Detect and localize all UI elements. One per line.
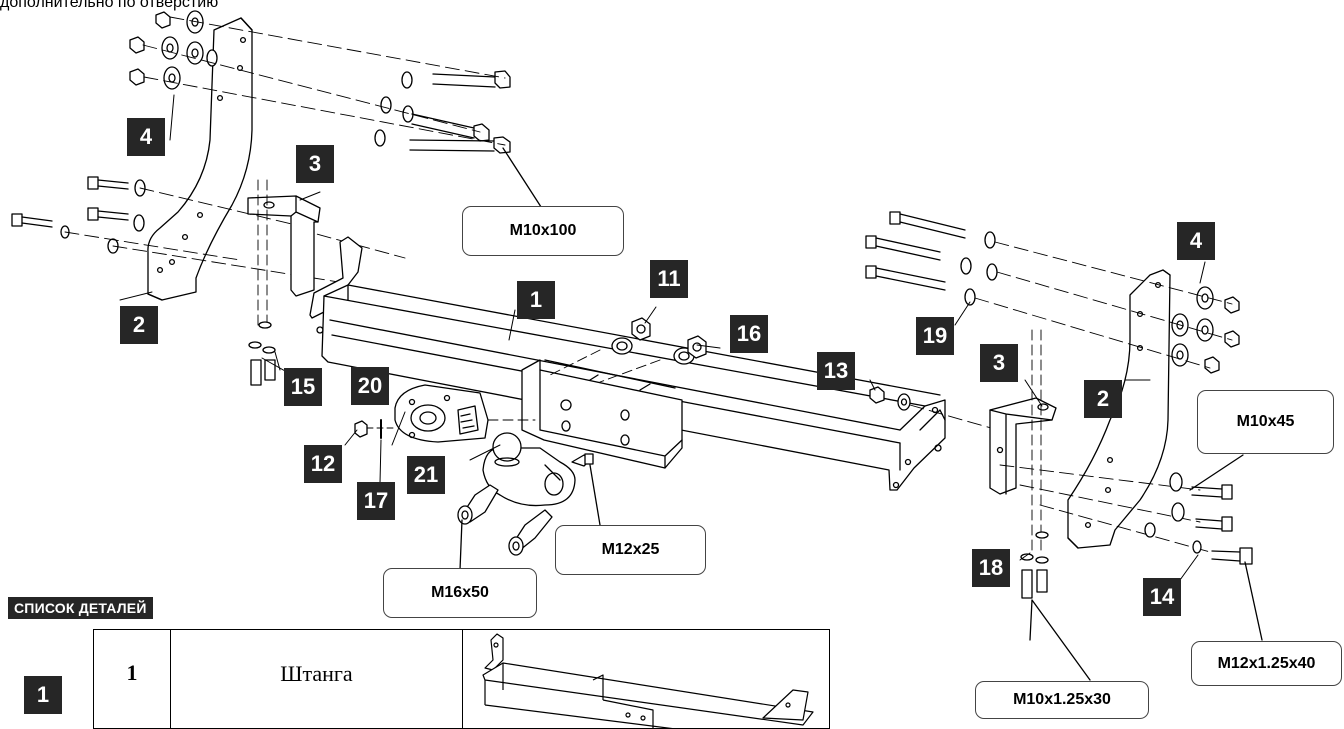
part-label-11: 11 xyxy=(650,260,688,298)
small-bolt-m12 xyxy=(571,453,594,467)
part-label-19: 19 xyxy=(916,317,954,355)
right-mounting-plate xyxy=(989,397,1057,495)
left-vertical-bolts xyxy=(248,321,276,386)
part-label-3-left: 3 xyxy=(296,145,334,183)
right-nut-washer-13 xyxy=(869,386,911,411)
callout-m12x1-25x40: M12x1.25x40 xyxy=(1191,641,1342,686)
parts-table-name-cell: Штанга xyxy=(171,630,463,728)
part-label-16: 16 xyxy=(730,315,768,353)
right-alignment-lines xyxy=(974,241,1233,553)
parts-table-image-cell xyxy=(463,630,829,728)
center-nuts-washers xyxy=(611,317,707,365)
callout-m10x45: M10x45 xyxy=(1197,390,1334,454)
part-label-1: 1 xyxy=(517,281,555,319)
left-mounting-plate xyxy=(247,195,321,297)
callout-m12x25: M12x25 xyxy=(555,525,706,575)
part-label-18: 18 xyxy=(972,549,1010,587)
part-label-13: 13 xyxy=(817,352,855,390)
left-bracket-bolts xyxy=(11,176,146,254)
right-lower-bolts xyxy=(1144,472,1253,565)
left-bracket-nuts-washers xyxy=(129,10,218,90)
parts-table-qty-cell: 1 xyxy=(94,630,171,728)
part-label-2-left: 2 xyxy=(120,306,158,344)
part-label-4-right: 4 xyxy=(1177,222,1215,260)
part-label-12: 12 xyxy=(304,445,342,483)
right-vertical-bolts xyxy=(1020,531,1049,599)
parts-list-index: 1 xyxy=(24,676,62,714)
parts-table: 1 Штанга xyxy=(93,629,830,729)
callout-m10x1-25x30: M10x1.25x30 xyxy=(975,681,1149,719)
small-nut-washer xyxy=(354,419,396,439)
callout-m10x100: M10x100 xyxy=(462,206,624,256)
right-long-bolts xyxy=(865,211,998,306)
parts-table-qty: 1 xyxy=(126,660,138,685)
ball-mount-housing xyxy=(521,359,683,469)
label-leaders xyxy=(119,94,1206,581)
tow-ball xyxy=(482,432,576,507)
part-label-2-right: 2 xyxy=(1084,380,1122,418)
ball-bolts xyxy=(457,484,553,556)
part-label-3-right: 3 xyxy=(980,344,1018,382)
left-long-bolts xyxy=(374,70,511,154)
part-label-14: 14 xyxy=(1143,578,1181,616)
parts-table-name: Штанга xyxy=(280,661,353,686)
part-label-4-left: 4 xyxy=(127,118,165,156)
part-label-15: 15 xyxy=(284,368,322,406)
part-label-21: 21 xyxy=(407,456,445,494)
part-label-20: 20 xyxy=(351,367,389,405)
left-alignment-lines xyxy=(64,16,506,284)
callout-m16x50: M16x50 xyxy=(383,568,537,618)
parts-list-header: СПИСОК ДЕТАЛЕЙ xyxy=(8,597,153,619)
right-bracket-nuts-washers xyxy=(1171,286,1240,374)
crossbar-thumbnail xyxy=(482,633,814,728)
top-caption: дополнительно по отверстию xyxy=(0,0,219,11)
part-label-17: 17 xyxy=(357,482,395,520)
callout-leaders xyxy=(459,147,1263,681)
socket-plate xyxy=(394,384,489,443)
left-side-bracket xyxy=(147,17,253,301)
